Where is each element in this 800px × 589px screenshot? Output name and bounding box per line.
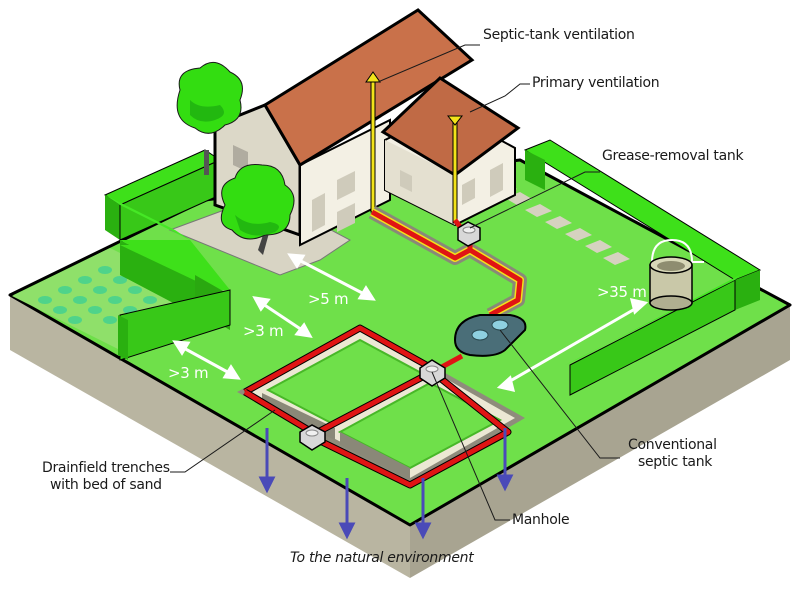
drainfield <box>237 324 525 489</box>
well <box>649 238 704 311</box>
tree-back <box>176 61 243 175</box>
label-conventional-septic-tank-line1: Conventional <box>628 437 717 453</box>
right-hedge <box>523 139 762 396</box>
label-septic-tank-ventilation: Septic-tank ventilation <box>483 27 635 43</box>
label-drainfield-line2: with bed of sand <box>50 477 162 493</box>
label-primary-ventilation: Primary ventilation <box>532 75 660 91</box>
label-manhole: Manhole <box>512 512 570 528</box>
label-grease-removal-tank: Grease-removal tank <box>602 148 744 164</box>
distance-house-drainfield: >5 m <box>308 290 349 308</box>
tree-front <box>220 164 295 255</box>
distance-tree-drainfield: >3 m <box>243 322 284 340</box>
distance-arrows <box>172 253 649 393</box>
leader-lines <box>170 44 620 521</box>
stepping-stones <box>490 182 630 265</box>
label-drainfield-line1: Drainfield trenches <box>42 460 170 476</box>
label-natural-environment: To the natural environment <box>290 550 474 566</box>
house-outlet-trench <box>368 205 527 322</box>
label-conventional-septic-tank-line2: septic tank <box>638 454 713 470</box>
left-hedge <box>103 149 231 361</box>
infiltration-arrows <box>258 428 514 540</box>
manhole-lower <box>299 424 326 451</box>
house <box>213 8 521 247</box>
grease-removal-tank <box>457 221 481 247</box>
distance-well-system: >35 m <box>597 283 647 301</box>
distance-hedge-drainfield: >3 m <box>168 364 209 382</box>
